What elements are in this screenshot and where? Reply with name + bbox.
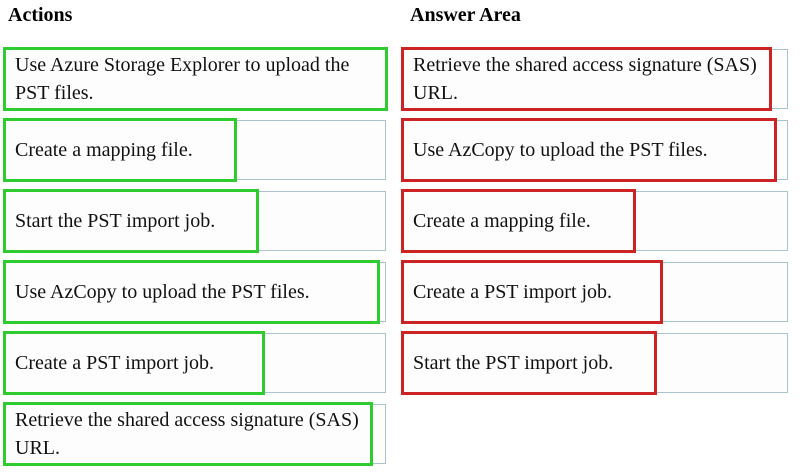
answer-box-3[interactable]: Create a mapping file. bbox=[403, 191, 788, 251]
action-box-3[interactable]: Start the PST import job. bbox=[5, 191, 386, 251]
answer-area-column-title: Answer Area bbox=[410, 4, 521, 26]
action-box-6[interactable]: Retrieve the shared access signature (SA… bbox=[5, 404, 386, 464]
answer-box-5[interactable]: Start the PST import job. bbox=[403, 333, 788, 393]
option-label: Create a PST import job. bbox=[413, 281, 613, 303]
answer-row-1: Retrieve the shared access signature (SA… bbox=[401, 47, 790, 111]
option-label: Start the PST import job. bbox=[15, 210, 216, 232]
answer-row-4: Create a PST import job. bbox=[401, 260, 790, 324]
option-label: Create a mapping file. bbox=[413, 210, 591, 232]
option-label: Start the PST import job. bbox=[413, 352, 614, 374]
actions-column-title: Actions bbox=[8, 4, 73, 26]
action-box-1[interactable]: Use Azure Storage Explorer to upload the… bbox=[5, 49, 386, 109]
answer-box-1[interactable]: Retrieve the shared access signature (SA… bbox=[403, 49, 788, 109]
action-row-3: Start the PST import job. bbox=[3, 189, 388, 253]
action-row-5: Create a PST import job. bbox=[3, 331, 388, 395]
answer-row-5: Start the PST import job. bbox=[401, 331, 790, 395]
option-label: Retrieve the shared access signature (SA… bbox=[15, 409, 359, 459]
option-label: Create a mapping file. bbox=[15, 139, 193, 161]
action-box-5[interactable]: Create a PST import job. bbox=[5, 333, 386, 393]
action-box-2[interactable]: Create a mapping file. bbox=[5, 120, 386, 180]
answer-row-3: Create a mapping file. bbox=[401, 189, 790, 253]
action-row-1: Use Azure Storage Explorer to upload the… bbox=[3, 47, 388, 111]
action-row-2: Create a mapping file. bbox=[3, 118, 388, 182]
actions-rows: Use Azure Storage Explorer to upload the… bbox=[3, 47, 388, 473]
answer-box-4[interactable]: Create a PST import job. bbox=[403, 262, 788, 322]
answer-row-2: Use AzCopy to upload the PST files. bbox=[401, 118, 790, 182]
action-row-6: Retrieve the shared access signature (SA… bbox=[3, 402, 388, 466]
answer-area-rows: Retrieve the shared access signature (SA… bbox=[401, 47, 790, 402]
answer-box-2[interactable]: Use AzCopy to upload the PST files. bbox=[403, 120, 788, 180]
option-label: Create a PST import job. bbox=[15, 352, 215, 374]
option-label: Use AzCopy to upload the PST files. bbox=[413, 139, 708, 161]
option-label: Retrieve the shared access signature (SA… bbox=[413, 54, 757, 104]
option-label: Use Azure Storage Explorer to upload the… bbox=[15, 54, 350, 104]
action-row-4: Use AzCopy to upload the PST files. bbox=[3, 260, 388, 324]
option-label: Use AzCopy to upload the PST files. bbox=[15, 281, 310, 303]
action-box-4[interactable]: Use AzCopy to upload the PST files. bbox=[5, 262, 386, 322]
